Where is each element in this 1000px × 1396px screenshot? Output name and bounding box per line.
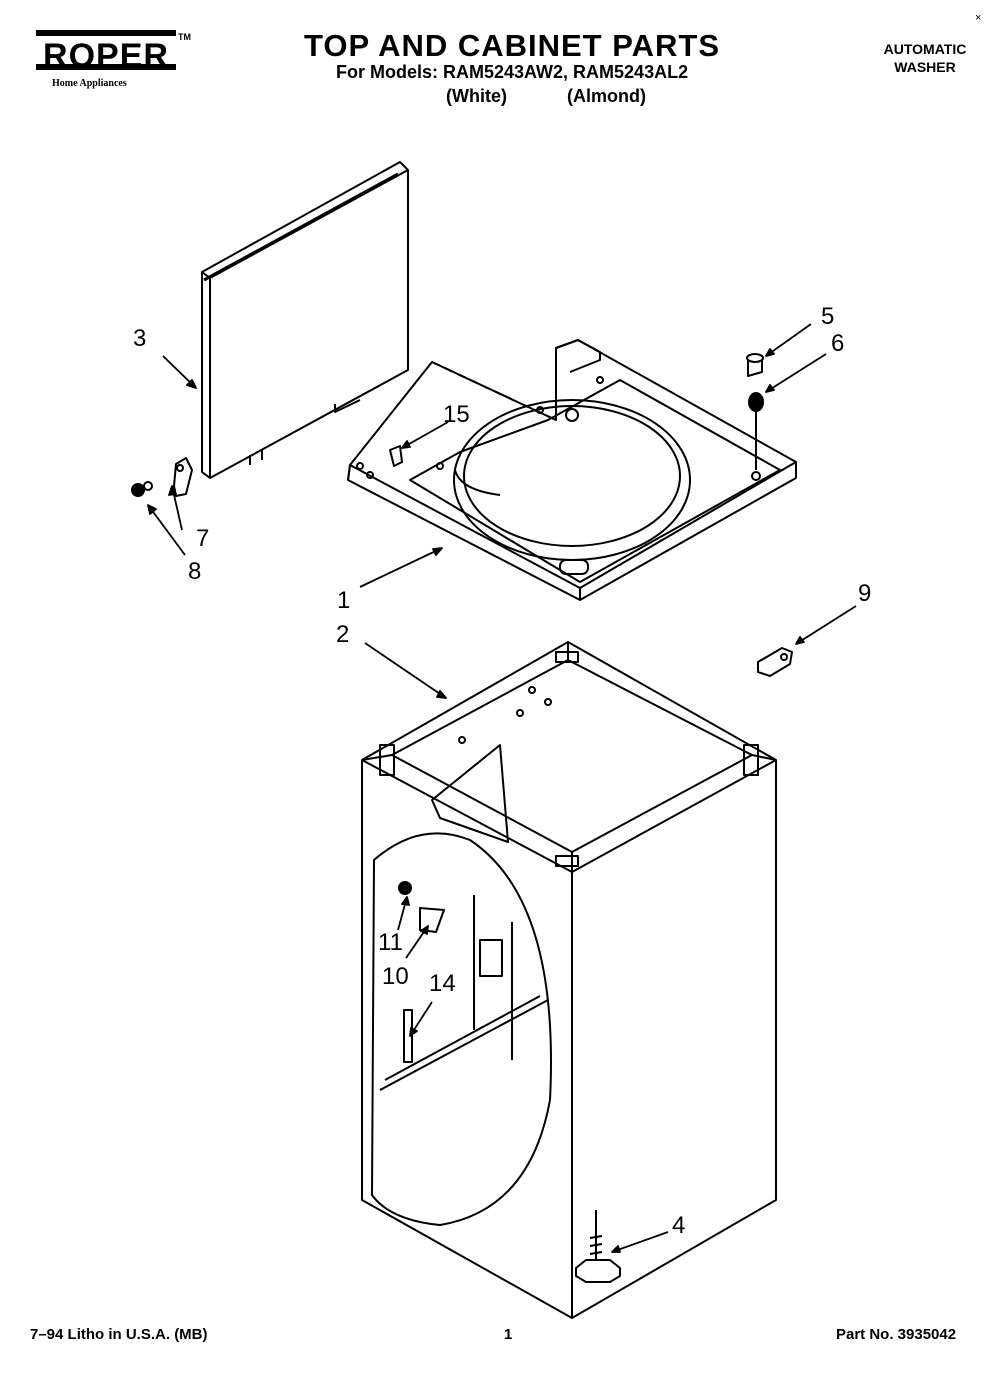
callout-4: 4 [672,1212,686,1239]
callout-8: 8 [188,558,202,585]
callout-2: 2 [336,621,350,648]
callout-7: 7 [196,525,210,552]
callout-14: 14 [429,970,456,997]
variant-almond: (Almond) [567,86,646,106]
footer-page-number: 1 [504,1326,513,1343]
product-type-line2: WASHER [894,59,956,75]
leader-lines [147,323,857,1253]
variant-white: (White) [446,86,507,106]
callout-10: 10 [382,963,409,990]
product-type: AUTOMATIC WASHER [855,40,995,76]
callout-1: 1 [337,587,351,614]
page-title: TOP AND CABINET PARTS [304,28,720,63]
bumper-parts [389,353,764,470]
hinge-parts [131,457,193,497]
cabinet-part-2 [361,641,777,1319]
trademark-mark: TM [178,32,191,42]
models-line: For Models: RAM5243AW2, RAM5243AL2 [336,62,689,82]
brand-subtitle: Home Appliances [52,78,127,89]
callout-6: 6 [831,330,845,357]
lid-part-3 [201,161,409,479]
callout-11: 11 [378,929,403,956]
bracket-part-9 [757,647,793,677]
footer-litho: 7–94 Litho in U.S.A. (MB) [30,1326,208,1343]
callout-5: 5 [821,303,835,330]
callout-3: 3 [133,325,147,352]
top-frame-part-1 [347,339,797,601]
corner-mark: × [975,12,982,24]
callout-9: 9 [858,580,872,607]
footer-part-number: Part No. 3935042 [836,1326,957,1343]
callout-15: 15 [443,401,470,428]
brand-logo: ROPER [36,30,176,75]
product-type-line1: AUTOMATIC [883,41,967,57]
leveling-leg-part-4 [575,1210,621,1283]
